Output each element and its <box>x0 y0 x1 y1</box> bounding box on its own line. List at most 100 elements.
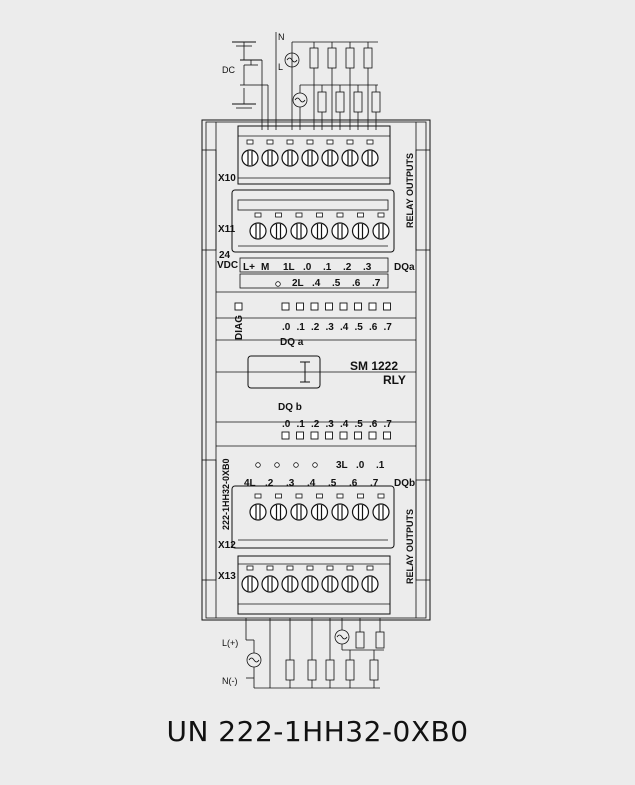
led-channel-label-dqb: .5 <box>355 419 364 430</box>
terminal-label-bottom-row1: 3L <box>336 460 348 471</box>
terminal-label-top-row1: .1 <box>323 262 332 273</box>
screw-terminal-x12 <box>310 493 329 521</box>
screw-terminal-x13 <box>321 565 339 593</box>
screw-terminal-x10 <box>361 139 379 167</box>
led-channel-label-dqb: .4 <box>340 419 349 430</box>
terminal-label-bottom-row2: .2 <box>265 478 274 489</box>
led-dqb <box>325 431 333 440</box>
dqa-group-label: DQ a <box>280 337 304 348</box>
screw-terminal-x13 <box>341 565 359 593</box>
terminal-label-top-row1: .2 <box>343 262 352 273</box>
unused-terminal-dot <box>312 462 318 468</box>
module-name: SM 1222 <box>350 359 398 373</box>
screw-terminal-x10 <box>261 139 279 167</box>
screw-terminal-x12 <box>351 493 370 521</box>
led-channel-label-dqa: .0 <box>282 322 291 333</box>
terminal-label-bottom-row2: .5 <box>328 478 337 489</box>
dqb-group-label: DQ b <box>278 402 302 413</box>
x11-label: X11 <box>218 224 236 235</box>
led-dqb <box>339 431 348 440</box>
screw-terminal-x11 <box>372 212 390 240</box>
screw-terminal-x10 <box>341 139 359 167</box>
x12-label: X12 <box>218 540 236 551</box>
led-dqb <box>354 431 362 440</box>
terminal-screws <box>241 139 390 593</box>
led-dqb <box>281 431 290 440</box>
terminal-labels: 1L .0 .1 .2 .3 2L .4 .5 .6 .7 .0 .1 .2 .3 .4 .5 .6 .7 .0 .1… <box>244 262 392 489</box>
v24-label: 24 <box>219 250 231 261</box>
terminal-label-bottom-row2: .4 <box>307 478 316 489</box>
screw-terminal-x10 <box>281 139 299 167</box>
screw-terminal-x12 <box>331 493 349 521</box>
terminal-label-top-row1: .3 <box>363 262 372 273</box>
led-dqa <box>281 302 290 311</box>
terminal-label-top-row1: .0 <box>303 262 312 273</box>
screw-terminal-x10 <box>301 139 319 167</box>
side-part-number: 222-1HH32-0XB0 <box>221 458 231 530</box>
unused-terminal-dot <box>275 281 281 287</box>
led-channel-label-dqb: .3 <box>326 419 335 430</box>
module-labels: X10 X11 X12 X13 24 VDC L+ M DQa DQ a DQ … <box>217 32 415 686</box>
terminal-label-top-row2: .7 <box>372 278 381 289</box>
screw-terminal-x11 <box>249 212 267 240</box>
screw-terminal-x10 <box>241 139 259 167</box>
part-number-caption: UN 222-1HH32-0XB0 <box>166 715 469 748</box>
led-channel-label-dqa: .4 <box>340 322 349 333</box>
module-type: RLY <box>383 373 406 387</box>
screw-terminal-x11 <box>269 212 288 240</box>
led-channel-label-dqb: .1 <box>297 419 306 430</box>
m-label: M <box>261 262 269 273</box>
led-dqb <box>296 431 304 440</box>
led-dqa <box>325 302 333 311</box>
terminal-label-top-row1: 1L <box>283 262 295 273</box>
led-dqb <box>368 431 377 440</box>
terminal-label-bottom-row2: .3 <box>286 478 295 489</box>
n-top-label: N <box>278 32 285 42</box>
module-body <box>201 119 431 621</box>
led-channel-label-dqa: .6 <box>369 322 378 333</box>
led-dqb <box>310 431 319 440</box>
screw-terminal-x13 <box>361 565 379 593</box>
n-minus-bottom-label: N(-) <box>222 676 238 686</box>
x10-label: X10 <box>218 173 236 184</box>
led-channel-label-dqb: .0 <box>282 419 291 430</box>
led-dqb <box>383 431 391 440</box>
lplus-label: L+ <box>243 262 255 273</box>
unused-terminal-dot <box>293 462 299 468</box>
led-channel-label-dqb: .6 <box>369 419 378 430</box>
screw-terminal-x12 <box>290 493 308 521</box>
l-plus-bottom-label: L(+) <box>222 638 238 648</box>
screw-terminal-x10 <box>321 139 339 167</box>
x13-label: X13 <box>218 571 236 582</box>
screw-terminal-x13 <box>241 565 259 593</box>
l-top-label: L <box>278 62 283 72</box>
terminal-label-top-row2: .5 <box>332 278 341 289</box>
relay-outputs-bottom: RELAY OUTPUTS <box>405 509 415 584</box>
dqb-label: DQb <box>394 478 415 489</box>
screw-terminal-x11 <box>290 212 308 240</box>
led-dqa <box>368 302 377 311</box>
led-channel-label-dqb: .2 <box>311 419 320 430</box>
led-dqa <box>339 302 348 311</box>
screw-terminal-x11 <box>331 212 349 240</box>
terminal-label-bottom-row2: .6 <box>349 478 358 489</box>
terminal-label-top-row2: 2L <box>292 278 304 289</box>
screw-terminal-x11 <box>351 212 370 240</box>
led-channel-label-dqa: .5 <box>355 322 364 333</box>
bottom-wiring <box>245 618 385 689</box>
top-wiring <box>232 32 381 130</box>
unused-terminal-dot <box>274 462 280 468</box>
terminal-label-bottom-row2: .7 <box>370 478 379 489</box>
diag-label: DIAG <box>234 315 245 340</box>
status-leds <box>234 281 391 468</box>
terminal-label-bottom-row1: .1 <box>376 460 385 471</box>
screw-terminal-x12 <box>249 493 267 521</box>
dqa-label: DQa <box>394 262 415 273</box>
screw-terminal-x12 <box>372 493 390 521</box>
led-dqa <box>383 302 391 311</box>
terminal-label-bottom-row1: .0 <box>356 460 365 471</box>
led-channel-label-dqa: .3 <box>326 322 335 333</box>
relay-outputs-top: RELAY OUTPUTS <box>405 153 415 228</box>
led-channel-label-dqa: .2 <box>311 322 320 333</box>
led-dqa <box>310 302 319 311</box>
